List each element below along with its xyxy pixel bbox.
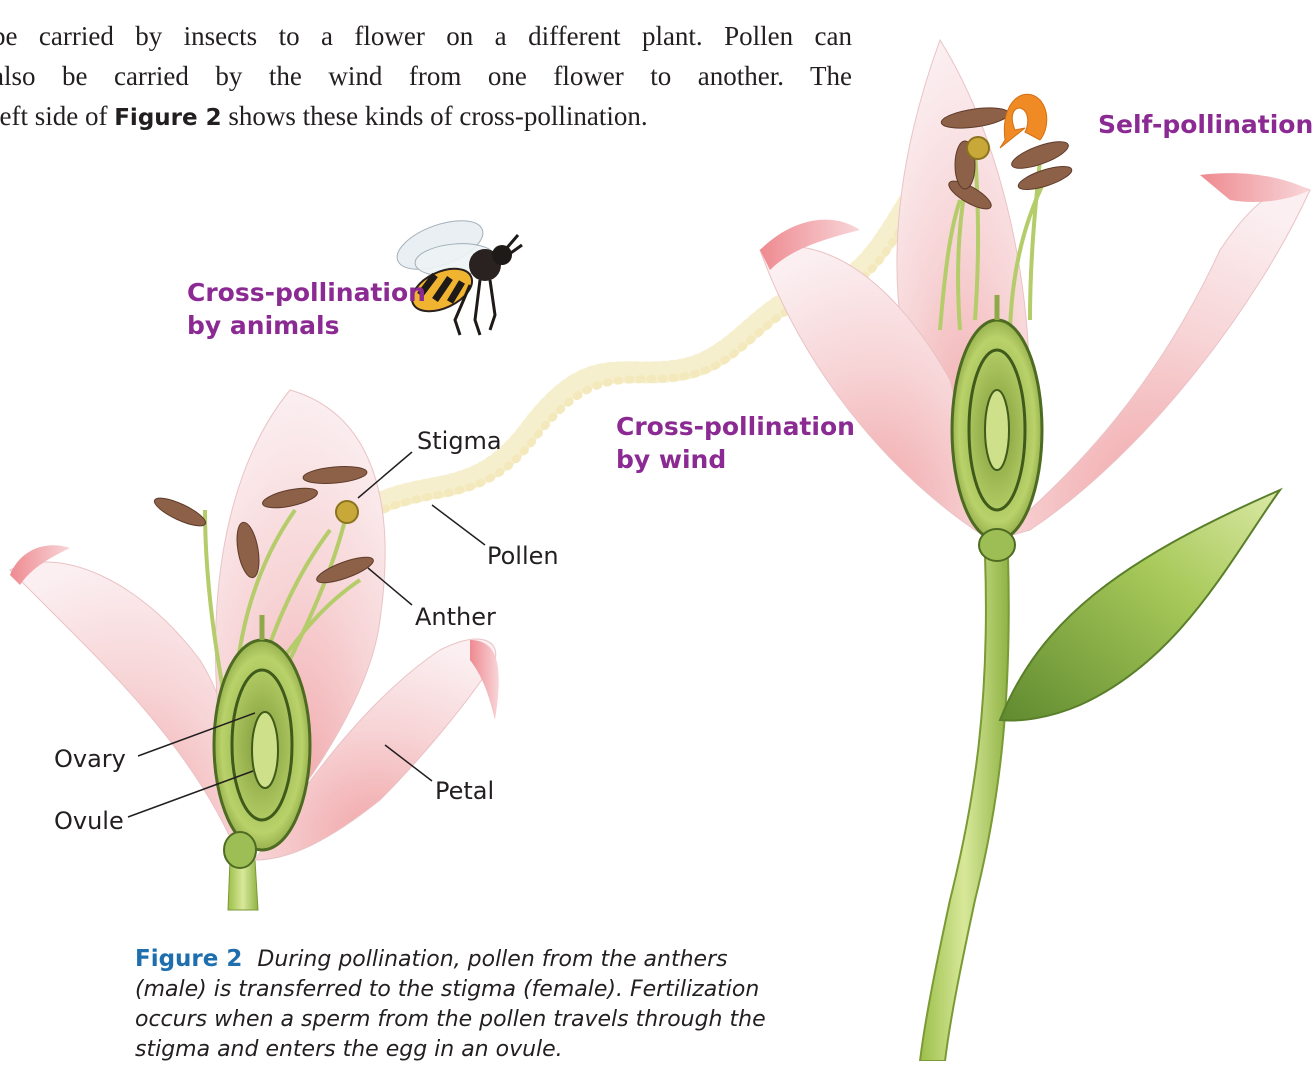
cross-wind-line-1: Cross-pollination xyxy=(616,410,855,443)
right-stigma xyxy=(967,137,989,159)
pollen-leader xyxy=(432,505,485,545)
body-paragraph: be carried by insects to a flower on a d… xyxy=(0,16,852,138)
pollen-label: Pollen xyxy=(487,542,559,570)
right-leaf xyxy=(1000,490,1280,720)
body-line-3-post: shows these kinds of cross-pollination. xyxy=(222,101,648,131)
cross-pollination-animals-label: Cross-pollination by animals xyxy=(187,276,426,342)
body-line-1: be carried by insects to a flower on a d… xyxy=(0,16,852,56)
cross-wind-line-2: by wind xyxy=(616,443,855,476)
body-line-2: also be carried by the wind from one flo… xyxy=(0,56,852,96)
body-line-3-pre: left side of xyxy=(0,101,114,131)
cross-pollination-wind-label: Cross-pollination by wind xyxy=(616,410,855,476)
left-stigma xyxy=(336,501,358,523)
self-pollination-label: Self-pollination xyxy=(1098,108,1312,141)
cross-animals-line-1: Cross-pollination xyxy=(187,276,426,309)
stigma-label: Stigma xyxy=(417,427,502,455)
caption-figure-label: Figure 2 xyxy=(135,946,242,972)
right-flower xyxy=(760,40,1310,1061)
right-stem xyxy=(920,555,1009,1061)
figure-caption: Figure 2 During pollination, pollen from… xyxy=(135,944,775,1065)
ovary-label: Ovary xyxy=(54,745,126,773)
petal-label: Petal xyxy=(435,777,494,805)
anther-label: Anther xyxy=(415,603,496,631)
self-pollination-arrow xyxy=(1000,94,1047,148)
figure-reference: Figure 2 xyxy=(114,105,221,131)
cross-animals-line-2: by animals xyxy=(187,309,426,342)
body-line-3: left side of Figure 2 shows these kinds … xyxy=(0,96,852,138)
ovule-label: Ovule xyxy=(54,807,124,835)
